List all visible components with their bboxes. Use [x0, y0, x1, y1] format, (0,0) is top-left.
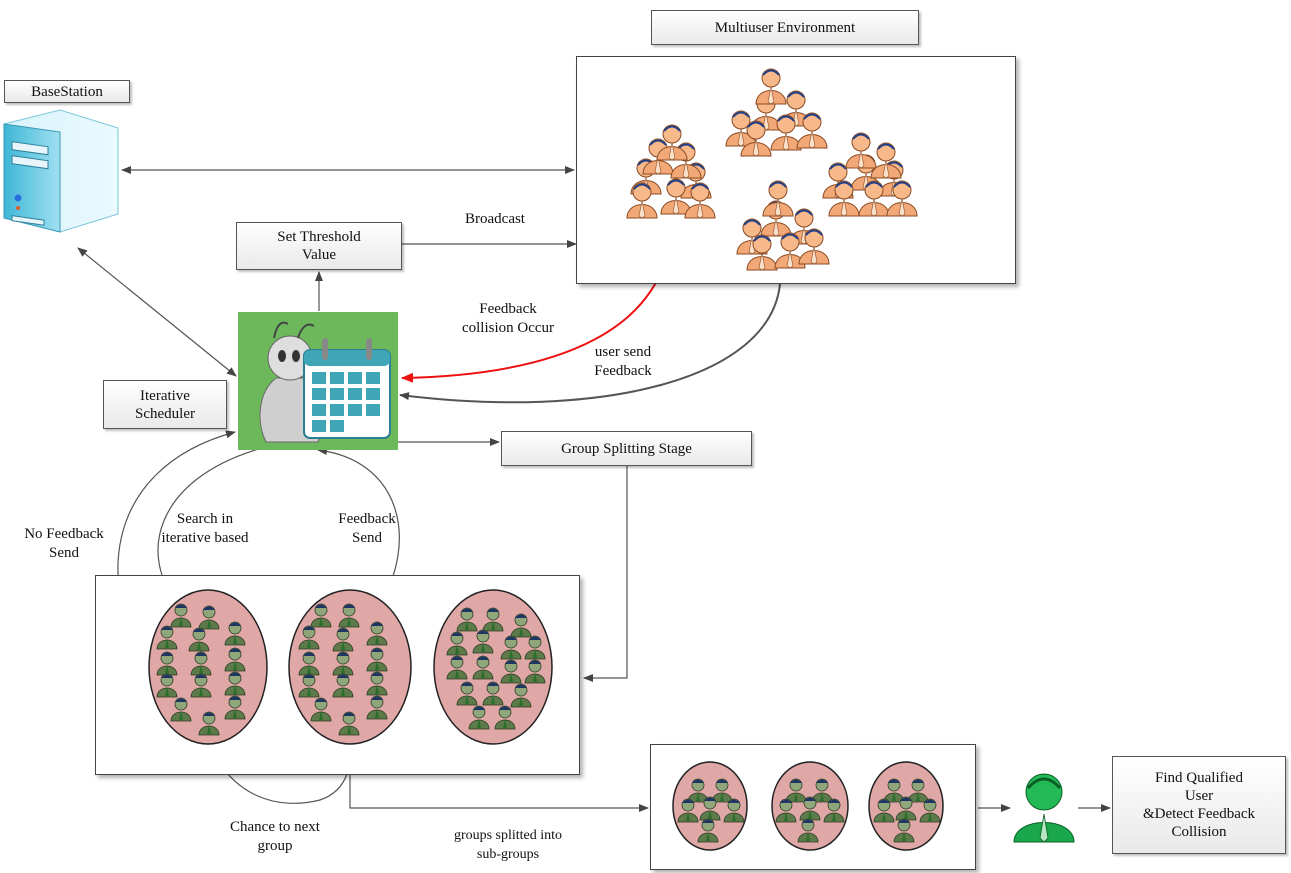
user-cluster-icon: [672, 761, 748, 851]
user-cluster-icon: [433, 589, 553, 745]
user-cluster-icon: [822, 132, 918, 217]
subgroup-clusters: [672, 761, 944, 851]
user-cluster-icon: [725, 68, 828, 157]
no-feedback-send-label: No Feedback Send: [24, 526, 104, 561]
user-cluster-icon: [736, 180, 830, 271]
user-feedback-arrow: [399, 283, 781, 404]
find-qualified-box: Find Qualified User &Detect Feedback Col…: [1112, 756, 1286, 854]
search-iterative-label: Search in iterative based: [161, 511, 249, 546]
scheduler-calendar-icon: [238, 312, 398, 450]
splitting-cluster-link: [583, 466, 628, 682]
user-cluster-icon: [868, 761, 944, 851]
chance-next-group-label: Chance to next group: [230, 819, 320, 854]
user-cluster-icon: [771, 761, 849, 851]
iterative-scheduler-label: Iterative Scheduler: [103, 380, 227, 429]
feedback-collision-label: Feedback collision Occur: [461, 301, 555, 336]
qualified-user-icon: [1013, 773, 1075, 843]
multiuser-environment-label: Multiuser Environment: [651, 10, 919, 45]
user-cluster-icon: [288, 589, 412, 745]
feedback-send-label: Feedback Send: [338, 511, 396, 546]
orange-user-clusters: [626, 68, 918, 271]
server-icon: [3, 109, 119, 233]
user-send-feedback-label: user send Feedback: [594, 344, 652, 379]
set-threshold-box: Set Threshold Value: [236, 222, 402, 270]
broadcast-label: Broadcast: [465, 211, 525, 227]
groups-splitted-label: groups splitted into sub-groups: [453, 828, 563, 862]
user-cluster-icon: [148, 589, 268, 745]
group-clusters: [148, 589, 553, 745]
base-station-label: BaseStation: [4, 80, 130, 103]
user-cluster-icon: [626, 124, 716, 219]
base-scheduler-link: [77, 247, 237, 377]
group-splitting-stage-box: Group Splitting Stage: [501, 431, 752, 466]
